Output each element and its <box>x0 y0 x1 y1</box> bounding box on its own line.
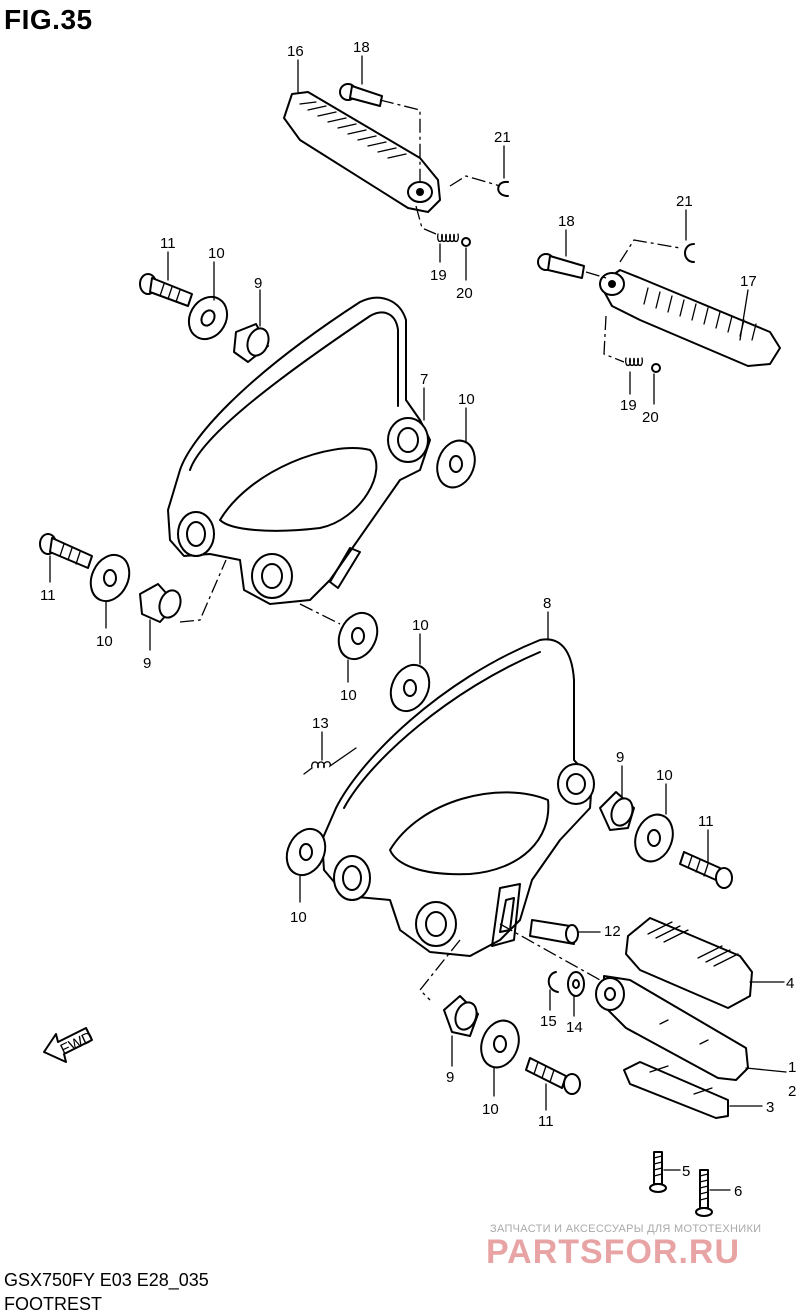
callout-21: 21 <box>494 129 511 146</box>
callout-9: 9 <box>254 275 262 292</box>
callout-10: 10 <box>458 391 475 408</box>
spring-13 <box>303 747 357 775</box>
callout-3: 3 <box>766 1099 774 1116</box>
clip-15 <box>547 971 559 993</box>
callout-18: 18 <box>353 39 370 56</box>
callout-20: 20 <box>456 285 473 302</box>
callout-14: 14 <box>566 1019 583 1036</box>
leader-lines <box>49 55 787 1191</box>
bolt-11-upper <box>139 273 193 307</box>
washer-10-right <box>634 813 674 863</box>
callout-21: 21 <box>676 193 693 210</box>
callout-12: 12 <box>604 923 621 940</box>
washer-10-mid <box>337 611 379 661</box>
washer-14 <box>567 971 585 997</box>
callout-11: 11 <box>538 1113 554 1130</box>
fwd-arrow-icon: FWD <box>43 1027 96 1063</box>
watermark-logo: PARTSFOR.RU <box>486 1233 741 1271</box>
screw-5 <box>649 1151 667 1193</box>
callout-labels: 16 18 21 19 20 11 10 9 18 21 17 19 20 7 … <box>40 39 796 1200</box>
spring-19-right <box>625 357 643 367</box>
callout-9: 9 <box>446 1069 454 1086</box>
pin-12 <box>529 919 579 945</box>
callout-11: 11 <box>698 813 714 830</box>
washer-10-bracket8-left <box>285 827 327 877</box>
callout-1: 1 <box>788 1059 796 1076</box>
bolt-11-lower <box>525 1057 581 1095</box>
pin-18-upper <box>339 83 383 107</box>
callout-5: 5 <box>682 1163 690 1180</box>
washer-10-bracket <box>436 439 476 489</box>
callout-6: 6 <box>734 1183 742 1200</box>
watermark-tagline: ЗАПЧАСТИ И АКСЕССУАРЫ ДЛЯ МОТОТЕХНИКИ <box>490 1223 762 1235</box>
callout-18: 18 <box>558 213 575 230</box>
callout-20: 20 <box>642 409 659 426</box>
callout-10: 10 <box>208 245 225 262</box>
bolt-11-right <box>679 851 733 889</box>
callout-19: 19 <box>430 267 447 284</box>
callout-4: 4 <box>786 975 794 992</box>
callout-11: 11 <box>40 587 56 604</box>
callout-19: 19 <box>620 397 637 414</box>
spring-19-upper <box>437 233 459 243</box>
ball-20-upper <box>461 237 471 247</box>
callout-9: 9 <box>616 749 624 766</box>
callout-9: 9 <box>143 655 151 672</box>
callout-16: 16 <box>287 43 304 60</box>
callout-10: 10 <box>412 617 429 634</box>
footrest-rubber-4 <box>625 917 753 1009</box>
collar-9-lower <box>443 995 479 1037</box>
callout-17: 17 <box>740 273 757 290</box>
model-code: GSX750FY E03 E28_035 <box>4 1270 209 1290</box>
figure-title: FIG.35 <box>4 4 93 35</box>
collar-9-right <box>599 791 635 831</box>
callout-10: 10 <box>96 633 113 650</box>
footrest-plate-3 <box>623 1061 729 1119</box>
washer-10-upper <box>187 295 229 341</box>
callout-10: 10 <box>290 909 307 926</box>
callout-10: 10 <box>656 767 673 784</box>
collar-9-left <box>139 583 182 623</box>
callout-10: 10 <box>340 687 357 704</box>
bolt-11-left <box>39 533 93 569</box>
clip-21-right <box>684 243 695 263</box>
callout-7: 7 <box>420 371 428 388</box>
callout-13: 13 <box>312 715 329 732</box>
pin-18-right <box>537 253 585 279</box>
callout-11: 11 <box>160 235 176 252</box>
section-name: FOOTREST <box>4 1294 102 1314</box>
washer-10-mid2 <box>389 663 431 713</box>
bracket-7 <box>167 296 431 605</box>
ball-20-right <box>651 363 661 373</box>
callout-2: 2 <box>788 1083 796 1100</box>
callout-15: 15 <box>540 1013 557 1030</box>
callout-10: 10 <box>482 1101 499 1118</box>
washer-10-left <box>89 553 131 603</box>
footrest-1-2 <box>595 975 749 1081</box>
footpeg-16 <box>283 91 441 213</box>
bracket-8 <box>321 638 595 957</box>
callout-8: 8 <box>543 595 551 612</box>
clip-21-upper <box>497 180 509 197</box>
screw-6 <box>695 1169 713 1217</box>
washer-10-lower <box>480 1019 520 1069</box>
collar-9-upper <box>233 323 270 363</box>
